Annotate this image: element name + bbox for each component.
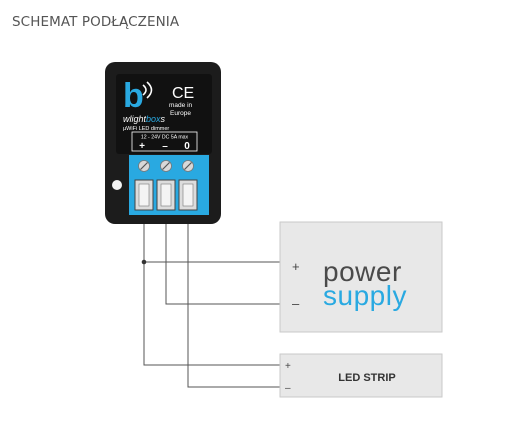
- device-label-panel: [116, 74, 212, 154]
- wire-minus: [165, 213, 280, 305]
- led-strip-label: LED STRIP: [338, 372, 395, 384]
- power-word: power: [323, 256, 402, 287]
- terminal-zero-label: 0: [184, 141, 190, 152]
- power-supply-plus: +: [292, 259, 300, 274]
- wires: [143, 213, 280, 388]
- led-strip-plus: +: [285, 361, 291, 372]
- rating-text: 12 - 24V DC 5A max: [141, 135, 189, 141]
- wire-zero: [187, 213, 280, 388]
- terminal-screws: [138, 160, 194, 172]
- rating-box: [131, 131, 198, 152]
- terminal-plus-label: +: [139, 141, 145, 152]
- status-led: [112, 180, 122, 190]
- device-subtitle: µWiFi LED dimmer: [123, 126, 169, 132]
- led-strip-minus: –: [285, 383, 291, 394]
- brand-name: wlightboxs: [123, 114, 166, 124]
- led-strip-box: [279, 353, 443, 398]
- led-strip: + – LED STRIP: [279, 353, 443, 398]
- power-supply-minus: –: [292, 296, 300, 311]
- wire-plus: [143, 213, 280, 366]
- dimmer-device: b CE made in Europe wlightboxs µWiFi LED…: [105, 62, 221, 224]
- terminal-slots: [134, 179, 198, 211]
- ce-mark: CE: [172, 85, 194, 102]
- power-supply: + – power supply: [279, 221, 443, 333]
- supply-word: supply: [323, 280, 407, 311]
- page-title: SCHEMAT PODŁĄCZENIA: [12, 14, 180, 30]
- wire-junction: [141, 259, 147, 265]
- logo-icon: b: [123, 77, 144, 115]
- wifi-icon: [142, 81, 153, 99]
- europe-text: Europe: [170, 110, 191, 117]
- power-supply-box: [279, 221, 443, 333]
- made-in-text: made in: [169, 102, 193, 109]
- terminal-minus-label: –: [162, 141, 168, 152]
